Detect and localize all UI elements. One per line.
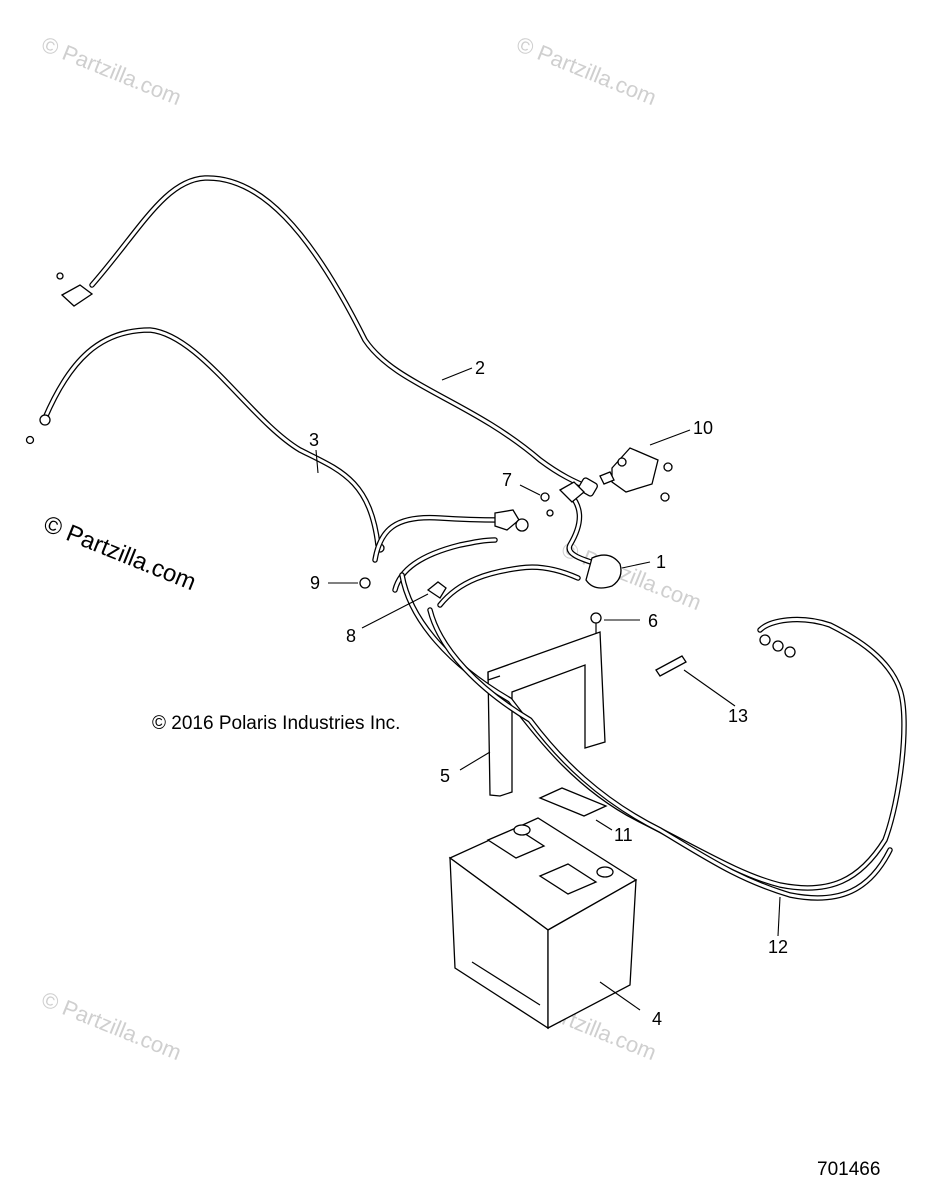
document-number: 701466 xyxy=(817,1159,880,1180)
cable-1 xyxy=(437,481,622,608)
watermark-mid-right: © Partzilla.com xyxy=(558,536,705,615)
part-9-nut xyxy=(359,577,371,589)
leader-1 xyxy=(621,561,651,569)
callout-4: 4 xyxy=(652,1009,662,1029)
part-4-battery xyxy=(448,817,638,1030)
leader-7 xyxy=(519,484,541,496)
leader-2 xyxy=(441,367,473,381)
callout-13: 13 xyxy=(728,706,748,726)
leader-3 xyxy=(315,449,319,474)
part-13-strap xyxy=(655,655,687,677)
part-8-clip xyxy=(426,581,447,599)
leader-13 xyxy=(683,669,736,707)
callout-10: 10 xyxy=(693,418,713,438)
leader-11 xyxy=(595,819,613,831)
watermark-top-left: © Partzilla.com xyxy=(38,31,185,110)
leader-4 xyxy=(599,981,641,1011)
callout-7: 7 xyxy=(502,470,512,490)
copyright-text: © 2016 Polaris Industries Inc. xyxy=(152,713,400,734)
callout-11: 11 xyxy=(614,825,633,845)
part-7-nut xyxy=(540,492,550,502)
watermark-partzilla: © Partzilla.com xyxy=(40,511,200,597)
callout-2: 2 xyxy=(475,358,485,378)
callout-8: 8 xyxy=(346,626,356,646)
callout-3: 3 xyxy=(309,430,319,450)
cable-2 xyxy=(56,175,598,497)
part-10-solenoid xyxy=(599,447,673,502)
callout-5: 5 xyxy=(440,766,450,786)
callout-6: 6 xyxy=(648,611,658,631)
part-11-label xyxy=(538,787,608,817)
leader-10 xyxy=(649,429,691,446)
leader-8 xyxy=(361,593,429,629)
leader-5 xyxy=(459,751,491,771)
cable-12 xyxy=(399,572,907,901)
part-5-bracket xyxy=(487,631,606,797)
callout-12: 12 xyxy=(768,937,788,957)
watermark-bottom-left: © Partzilla.com xyxy=(38,986,185,1065)
callout-9: 9 xyxy=(310,573,320,593)
cable-3 xyxy=(25,327,385,553)
watermark-top-right: © Partzilla.com xyxy=(513,31,660,110)
callout-1: 1 xyxy=(656,552,666,572)
leader-12 xyxy=(777,896,781,937)
